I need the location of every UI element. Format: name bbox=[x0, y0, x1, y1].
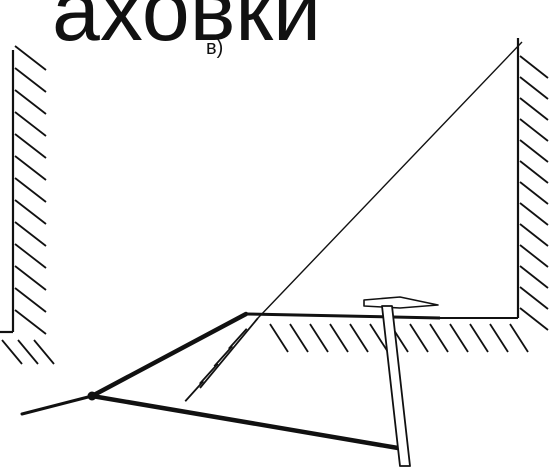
left-wall-hatching bbox=[14, 45, 47, 335]
ledge-hatch-stroke bbox=[409, 323, 429, 353]
left-wall-hatch-stroke bbox=[14, 287, 47, 313]
ledge-hatch-stroke bbox=[509, 323, 529, 353]
left-floor-hatching bbox=[1, 339, 55, 365]
ledge-slope bbox=[199, 317, 259, 389]
right-wall-hatch-stroke bbox=[519, 202, 549, 226]
right-wall-hatch-stroke bbox=[519, 286, 549, 310]
ledge-hatch-stroke bbox=[213, 345, 233, 367]
left-wall-hatch-stroke bbox=[14, 133, 47, 159]
ledge-hatch-stroke bbox=[369, 323, 389, 353]
left-wall-hatch-stroke bbox=[14, 111, 47, 137]
left-wall-hatch-stroke bbox=[14, 67, 47, 93]
anchor-knot bbox=[87, 391, 97, 401]
right-wall-hatching bbox=[519, 55, 549, 331]
right-wall-hatch-stroke bbox=[519, 97, 549, 121]
left-wall-hatch-stroke bbox=[14, 89, 47, 115]
left-wall-hatch-stroke bbox=[14, 265, 47, 291]
right-wall-hatch-stroke bbox=[519, 181, 549, 205]
ledge-hatch-stroke bbox=[449, 323, 469, 353]
ledge-top-edge bbox=[245, 312, 441, 320]
left-wall-hatch-stroke bbox=[14, 155, 47, 181]
ledge-hatch-stroke bbox=[199, 363, 219, 385]
right-wall-hatch-stroke bbox=[519, 160, 549, 184]
left-wall-hatch-stroke bbox=[14, 221, 47, 247]
ledge bbox=[184, 312, 529, 402]
left-wall-hatch-stroke bbox=[14, 199, 47, 225]
right-wall-hatch-stroke bbox=[519, 244, 549, 268]
right-wall-hatch-stroke bbox=[519, 55, 549, 79]
right-wall-hatch-stroke bbox=[519, 139, 549, 163]
right-wall-hatch-stroke bbox=[519, 118, 549, 142]
ledge-hatching bbox=[184, 323, 529, 402]
right-wall-hatch-stroke bbox=[519, 307, 549, 331]
sling-upper-leg bbox=[89, 311, 249, 399]
left-floor-hatch-stroke bbox=[1, 339, 23, 365]
right-wall-hatch-stroke bbox=[519, 265, 549, 289]
left-wall bbox=[0, 45, 55, 365]
right-wall bbox=[440, 38, 549, 331]
left-wall-hatch-stroke bbox=[14, 309, 47, 335]
ledge-hatch-stroke bbox=[429, 323, 449, 353]
sling-system bbox=[20, 311, 401, 451]
ledge-hatch-stroke bbox=[489, 323, 509, 353]
right-wall-hatch-stroke bbox=[519, 76, 549, 100]
ice-axe bbox=[363, 296, 439, 467]
right-wall-hatch-stroke bbox=[519, 223, 549, 247]
ledge-hatch-stroke bbox=[184, 380, 204, 402]
panel-label: в) bbox=[206, 37, 223, 59]
ledge-hatch-stroke bbox=[309, 323, 329, 353]
left-wall-hatch-stroke bbox=[14, 243, 47, 269]
left-wall-hatch-stroke bbox=[14, 177, 47, 203]
ledge-hatch-stroke bbox=[269, 323, 289, 353]
diagonal-rope bbox=[257, 41, 523, 319]
ice-axe-shaft bbox=[381, 305, 411, 467]
heading-text: аховки bbox=[52, 0, 321, 59]
ledge-hatch-stroke bbox=[469, 323, 489, 353]
ledge-hatch-stroke bbox=[289, 323, 309, 353]
ice-axe-head bbox=[363, 296, 439, 309]
sling-tail bbox=[20, 394, 94, 416]
ledge-hatch-stroke bbox=[349, 323, 369, 353]
sling-lower-leg bbox=[89, 393, 401, 451]
ledge-hatch-stroke bbox=[329, 323, 349, 353]
left-floor-hatch-stroke bbox=[17, 339, 39, 365]
left-wall-hatch-stroke bbox=[14, 45, 47, 71]
ledge-hatch-stroke bbox=[228, 328, 248, 350]
left-floor-hatch-stroke bbox=[33, 339, 55, 365]
